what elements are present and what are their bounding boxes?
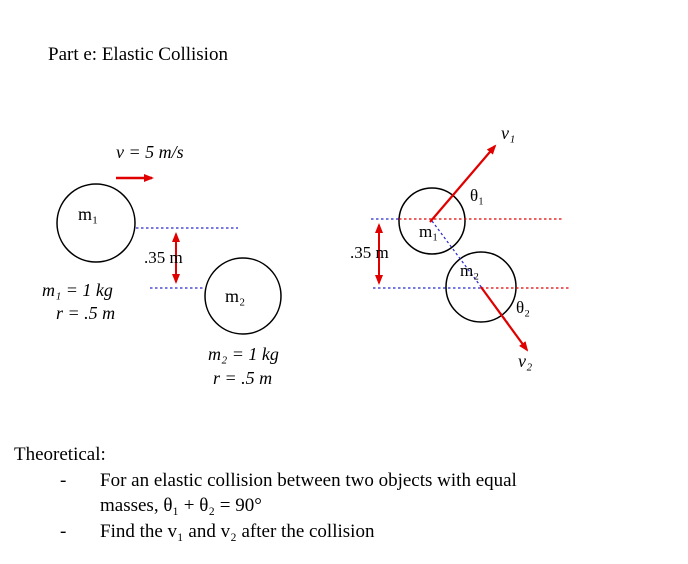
theta2-label: θ₂ — [516, 298, 530, 317]
theory-bullet: - For an elastic collision between two o… — [14, 468, 517, 519]
page-title: Part e: Elastic Collision — [48, 44, 228, 65]
ball2-mass-label: m₂ = 1 kg — [208, 344, 279, 364]
offset-label-after: .35 m — [350, 243, 389, 262]
bullet-text: For an elastic collision between two obj… — [100, 468, 517, 519]
v1-arrow — [429, 144, 497, 223]
ball1-after-label: m₁ — [419, 222, 438, 241]
v2-label: v₂ — [518, 351, 532, 371]
bullet-text: Find the v₁ and v₂ after the collision — [100, 519, 374, 545]
ball1-before-label: m₁ — [78, 204, 98, 224]
bullet-marker: - — [60, 469, 67, 491]
theta1-label: θ₁ — [470, 186, 484, 205]
theory-section: Theoretical: - For an elastic collision … — [14, 442, 517, 544]
ball1-mass-label: m₁ = 1 kg — [42, 280, 113, 300]
theory-line: Find the v₁ and v₂ after the collision — [100, 520, 375, 542]
offset-label-before: .35 m — [144, 248, 183, 267]
ball2-radius-label: r = .5 m — [213, 368, 272, 388]
ball2-before — [204, 257, 282, 335]
theory-line: masses, θ₁ + θ₂ = 90° — [100, 495, 262, 516]
v1-label: v₁ — [501, 123, 515, 143]
theory-heading: Theoretical: — [14, 444, 106, 465]
after-collision-group: v₁ θ₁ m₁ .35 m m₂ θ₂ v₂ — [350, 123, 571, 371]
theory-line: For an elastic collision between two obj… — [100, 469, 517, 491]
bullet-marker: - — [60, 520, 67, 542]
before-collision-group: v = 5 m/s m₁ .35 m m₁ = 1 kg r = .5 m m₂… — [42, 142, 282, 388]
ball1-before — [56, 183, 136, 263]
v2-arrow — [480, 286, 529, 352]
ball1-radius-label: r = .5 m — [56, 303, 115, 323]
collision-diagram: v = 5 m/s m₁ .35 m m₁ = 1 kg r = .5 m m₂… — [42, 123, 571, 388]
ball2-before-label: m₂ — [225, 286, 245, 306]
velocity-label: v = 5 m/s — [116, 142, 184, 162]
theory-bullet: - Find the v₁ and v₂ after the collision — [14, 519, 517, 545]
ball2-after-label: m₂ — [460, 261, 479, 280]
